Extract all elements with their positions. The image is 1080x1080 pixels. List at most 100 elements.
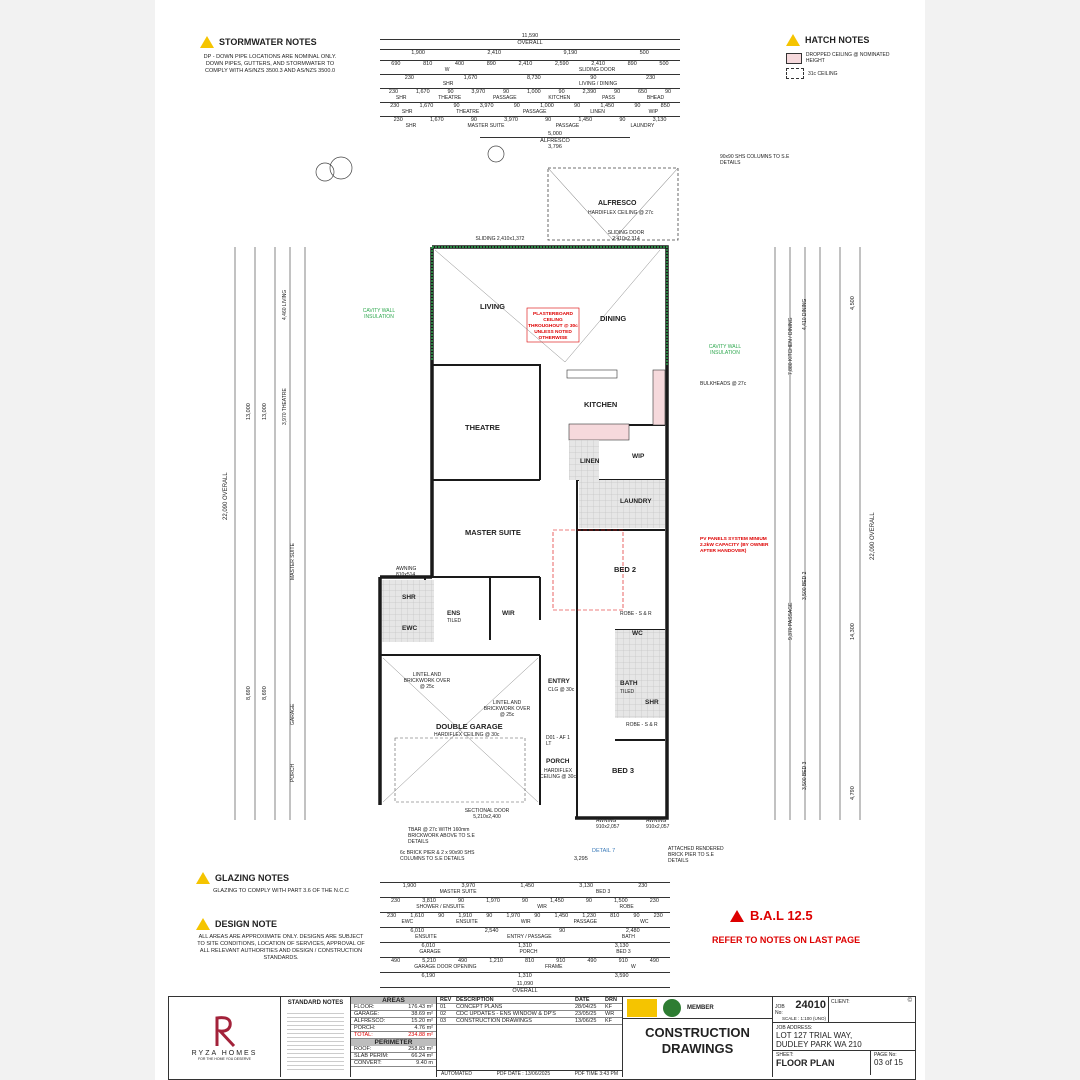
room-entry: ENTRY (548, 678, 570, 685)
right-dim-bed3: 3,500 BED 3 (802, 761, 808, 790)
rev-description: CONCEPT PLANS (456, 1004, 503, 1010)
standard-notes-title: STANDARD NOTES (287, 1000, 344, 1006)
perimeter-row: CONVERT:9.40 m (351, 1060, 436, 1067)
rev-date: 13/06/25 (575, 1018, 597, 1024)
right-dim-passage: 9,370 PASSAGE (788, 602, 794, 640)
area-label: PORCH: (354, 1025, 376, 1031)
hatch-item-31c: 31c CEILING (808, 70, 838, 77)
room-alfresco: ALFRESCO (598, 200, 637, 207)
dim: 1,310 (518, 943, 532, 949)
stormwater-title: STORMWATER NOTES (219, 37, 317, 47)
garage-hatch (382, 657, 539, 803)
dim: 230 (404, 75, 414, 81)
bal-subtitle: REFER TO NOTES ON LAST PAGE (712, 935, 861, 945)
detail-7-link[interactable]: DETAIL 7 (592, 848, 616, 854)
dim: 5,210 (422, 958, 436, 964)
hatch-title: HATCH NOTES (805, 35, 870, 45)
dim-label: PASSAGE (493, 95, 517, 101)
dim: 490 (649, 958, 659, 964)
dim-label: LINEN (590, 109, 605, 115)
stormwater-notes: STORMWATER NOTES DP - DOWN PIPE LOCATION… (200, 36, 340, 75)
sliding-window-top: SLIDING 2,410x1,372 (475, 236, 525, 242)
dim-label: SHR (405, 123, 417, 129)
linen-tile (569, 440, 599, 480)
cavity-insulation-right: CAVITY WALL INSULATION (708, 344, 742, 356)
glazing-notes: GLAZING NOTES GLAZING TO COMPLY WITH PAR… (196, 872, 366, 895)
page-total: of 15 (885, 1058, 903, 1067)
left-dimension-lines (234, 247, 306, 820)
dim-label: BHEAD (646, 95, 665, 101)
room-alfresco-ceiling: HARDIFLEX CEILING @ 27c (588, 210, 654, 216)
dim: 810 (423, 61, 433, 67)
dim: 1,670 (415, 89, 430, 95)
dim: 90 (614, 89, 621, 95)
room-ensuite-tiled: TILED (447, 618, 462, 624)
dim-label: BED 3 (595, 889, 611, 895)
dim-label: PORCH (519, 949, 538, 955)
dim: 9,190 (563, 50, 578, 56)
sheet-name: FLOOR PLAN (776, 1058, 835, 1068)
room-porch-ceiling: HARDIFLEX CEILING @ 30c (540, 768, 576, 780)
rev-date: 28/04/25 (575, 1004, 597, 1010)
dim: 1,450 (554, 913, 569, 919)
standard-notes-text (287, 1010, 344, 1070)
dim: 1,970 (506, 913, 521, 919)
plasterboard-note: PLASTERBOARD CEILING THROUGHOUT @ 30c UN… (528, 312, 578, 341)
dim: 90 (634, 103, 641, 109)
room-dining: DINING (600, 314, 627, 323)
room-theatre: THEATRE (465, 423, 500, 432)
area-row: GARAGE:38.69 m² (351, 1011, 436, 1018)
area-value: 176.43 m² (408, 1004, 433, 1010)
area-label: GARAGE: (354, 1011, 380, 1017)
dim: 8,730 (526, 75, 541, 81)
room-living: LIVING (480, 302, 506, 311)
pdf-date: PDF DATE : 13/06/2025 (496, 1071, 551, 1077)
dim: 2,480 (625, 928, 640, 934)
area-row: FLOOR:176.43 m² (351, 1004, 436, 1011)
left-dim-13000-b: 13,000 (262, 403, 268, 420)
insulation-lines (431, 246, 668, 365)
copyright-mark: © (907, 998, 912, 1004)
perimeter-title: PERIMETER (351, 1039, 436, 1046)
dim: 90 (664, 89, 672, 95)
dim: 1,210 (489, 958, 503, 964)
perimeter-row: ROOF:258.83 m² (351, 1046, 436, 1053)
page-number: 03 (874, 1058, 883, 1067)
dim: 910 (556, 958, 566, 964)
dim: 490 (587, 958, 597, 964)
bulkheads-note: BULKHEADS @ 27c (700, 381, 747, 387)
drawing-sheet (155, 0, 925, 1080)
bal-title: B.A.L 12.5 (750, 908, 813, 923)
dim: 90 (559, 928, 566, 934)
dim: 3,970 (479, 103, 494, 109)
dim: 500 (639, 50, 649, 56)
rev-number: 03 (440, 1018, 447, 1024)
dim-label: FRAME (544, 964, 563, 970)
dim-label: LIVING / DINING (579, 81, 618, 87)
dim-label: SHR (442, 81, 454, 87)
dim: 1,310 (518, 973, 532, 979)
tbar-note: TBAR @ 27c WITH 160mm BRICKWORK ABOVE TO… (408, 827, 475, 845)
dim: 5,000 (548, 131, 562, 137)
dim: 1,670 (463, 75, 478, 81)
rev-date: 23/05/25 (575, 1011, 597, 1017)
room-entry-ceiling: CLG @ 30c (548, 687, 575, 693)
left-dim-living: 4,460 LIVING (282, 289, 288, 320)
job-address: JOB ADDRESS: LOT 127 TRIAL WAY, DUDLEY P… (773, 1023, 915, 1051)
dim: 3,796 (548, 144, 562, 150)
dim: 230 (653, 913, 663, 919)
area-label: ALFRESCO: (354, 1018, 386, 1024)
dim-label: ROBE (619, 904, 634, 910)
ryza-logo-icon (215, 1015, 235, 1047)
dim: 1,610 (410, 913, 425, 919)
laundry-tile (579, 480, 665, 528)
dim: 1,970 (486, 898, 500, 904)
compass-marker (315, 145, 505, 182)
